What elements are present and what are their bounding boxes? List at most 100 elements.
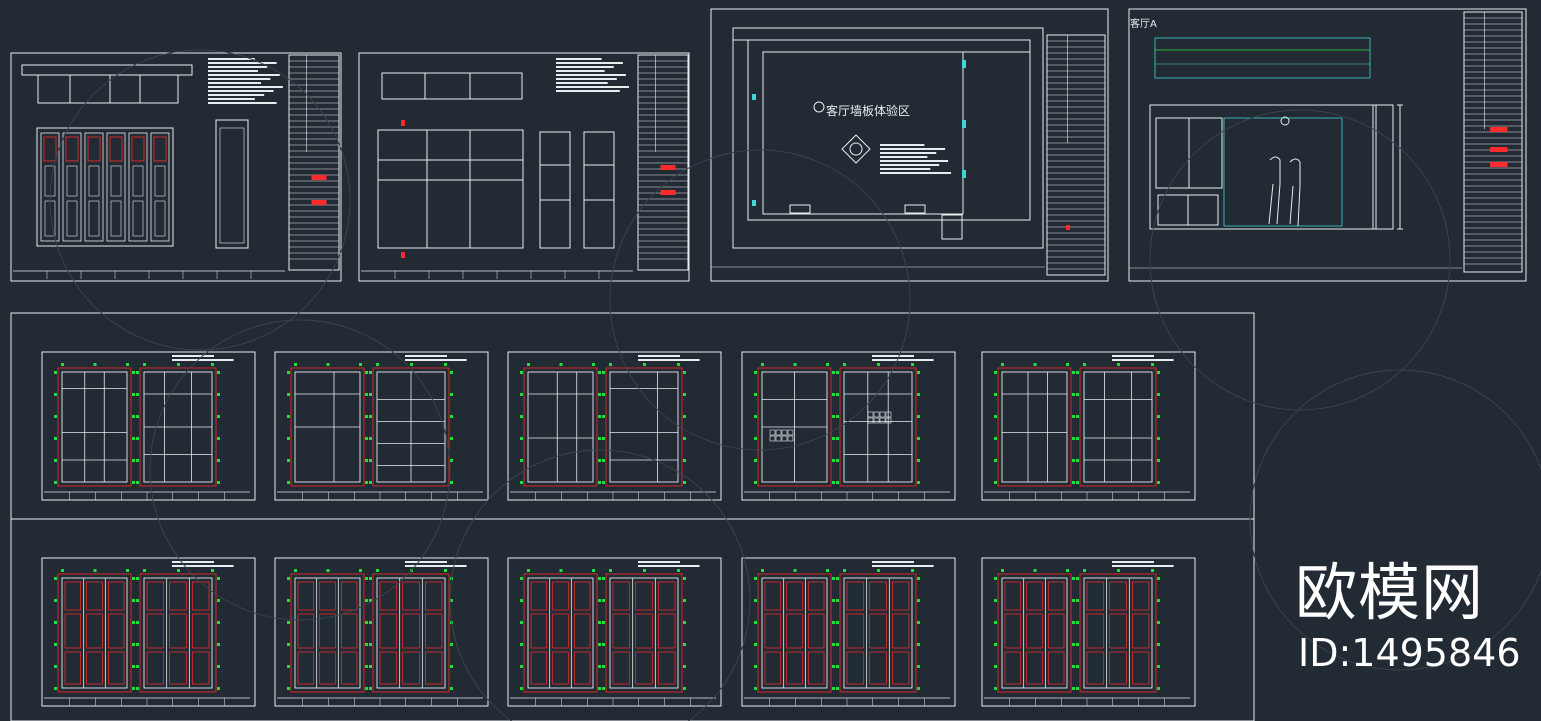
dimension-dot <box>369 665 372 668</box>
note-text-line <box>208 62 277 64</box>
dimension-dot <box>136 371 139 374</box>
dimension-dot <box>369 415 372 418</box>
dimension-dot <box>836 459 839 462</box>
watermark-circle <box>449 449 751 721</box>
section-marker <box>401 252 405 258</box>
dimension-dot <box>287 577 290 580</box>
door-panel-mid <box>1131 613 1150 649</box>
red-mark <box>311 175 327 180</box>
door-panel-top <box>402 581 420 611</box>
dimension-dot <box>994 577 997 580</box>
door-panel-bottom <box>319 651 336 685</box>
dimension-dot <box>369 459 372 462</box>
dimension-dot <box>1076 415 1079 418</box>
dimension-dot <box>132 621 135 624</box>
dimension-dot <box>602 687 605 690</box>
dimension-dot <box>1072 665 1075 668</box>
note-text-line <box>556 58 602 60</box>
dimension-dot <box>994 459 997 462</box>
dimension-dot <box>683 459 686 462</box>
dimension-dot <box>136 599 139 602</box>
dimension-dot <box>911 569 914 572</box>
dimension-dot <box>326 569 330 572</box>
dimension-dot <box>602 621 605 624</box>
dimension-dot <box>832 643 835 646</box>
dimension-dot <box>683 665 686 668</box>
dimension-dot <box>598 687 601 690</box>
dimension-dot <box>211 569 214 572</box>
dimension-dot <box>592 363 595 366</box>
cabinet-outline <box>1079 367 1157 487</box>
sheet-2-frame <box>358 52 690 282</box>
door-panel-mid <box>297 613 315 649</box>
dimension-dot <box>132 371 135 374</box>
cabinet-body <box>143 577 213 689</box>
dimension-dot <box>1157 371 1160 374</box>
dimension-dot <box>917 437 920 440</box>
dimension-dot <box>826 569 829 572</box>
door-panel-top <box>1109 581 1127 611</box>
model-id-label: ID:1495846 <box>1298 631 1521 675</box>
dimension-dot <box>836 437 839 440</box>
dimension-dot <box>683 437 686 440</box>
dimension-dot <box>450 687 453 690</box>
dimension-dot <box>287 437 290 440</box>
dimension-dot <box>527 569 530 572</box>
dimension-dot <box>365 687 368 690</box>
door-panel-top <box>340 581 358 611</box>
dimension-dot <box>598 415 601 418</box>
dimension-dot <box>217 643 220 646</box>
dimension-dot <box>93 569 97 572</box>
dimension-dot <box>132 393 135 396</box>
door-panel-bottom <box>807 651 825 685</box>
wall-marker <box>962 60 966 68</box>
dimension-dot <box>126 363 129 366</box>
cabinet-body <box>1001 577 1068 689</box>
sheet-door-4 <box>741 557 956 707</box>
dimension-dot <box>1072 415 1075 418</box>
note-text-line <box>638 359 700 361</box>
dimension-dot <box>520 665 523 668</box>
dimension-dot <box>520 393 523 396</box>
watermark-circle <box>149 319 451 621</box>
dimension-dot <box>832 393 835 396</box>
door-panel-mid <box>552 613 569 649</box>
door-panel-bottom <box>657 651 676 685</box>
door-panel-bottom <box>530 651 548 685</box>
dimension-dot <box>1072 393 1075 396</box>
dimension-dot <box>843 363 846 366</box>
door-panel-bottom <box>379 651 398 685</box>
sheet-wardrobe-3 <box>507 351 722 501</box>
door-panel-mid <box>573 613 591 649</box>
note-text-line <box>208 82 262 84</box>
dimension-dot <box>832 621 835 624</box>
cabinet-outline <box>1079 573 1157 693</box>
dimension-dot <box>598 643 601 646</box>
note-text-line <box>556 86 629 88</box>
door-panel-bottom <box>1026 651 1043 685</box>
cabinet-outline <box>139 367 217 487</box>
dimension-dot <box>917 621 920 624</box>
room-plan-wall <box>747 39 1031 221</box>
door-panel-top <box>786 581 803 611</box>
dimension-dot <box>217 687 220 690</box>
dimension-dot <box>832 481 835 484</box>
dimension-dot <box>359 569 362 572</box>
dimension-dot <box>136 481 139 484</box>
dimension-dot <box>450 459 453 462</box>
door-panel-mid <box>764 613 782 649</box>
dimension-dot <box>287 371 290 374</box>
dimension-dot <box>598 459 601 462</box>
dimension-dot <box>365 393 368 396</box>
cabinet-outline <box>290 367 365 487</box>
note-text-line <box>880 156 928 158</box>
dimension-dot <box>754 459 757 462</box>
dimension-dot <box>1076 687 1079 690</box>
dimension-dot <box>132 415 135 418</box>
wardrobe-door-panel <box>106 132 126 242</box>
dimension-dot <box>1157 621 1160 624</box>
dimension-dot <box>643 363 646 366</box>
red-mark <box>1490 127 1508 132</box>
door-panel-top <box>1086 581 1105 611</box>
cabinet-body <box>61 577 128 689</box>
